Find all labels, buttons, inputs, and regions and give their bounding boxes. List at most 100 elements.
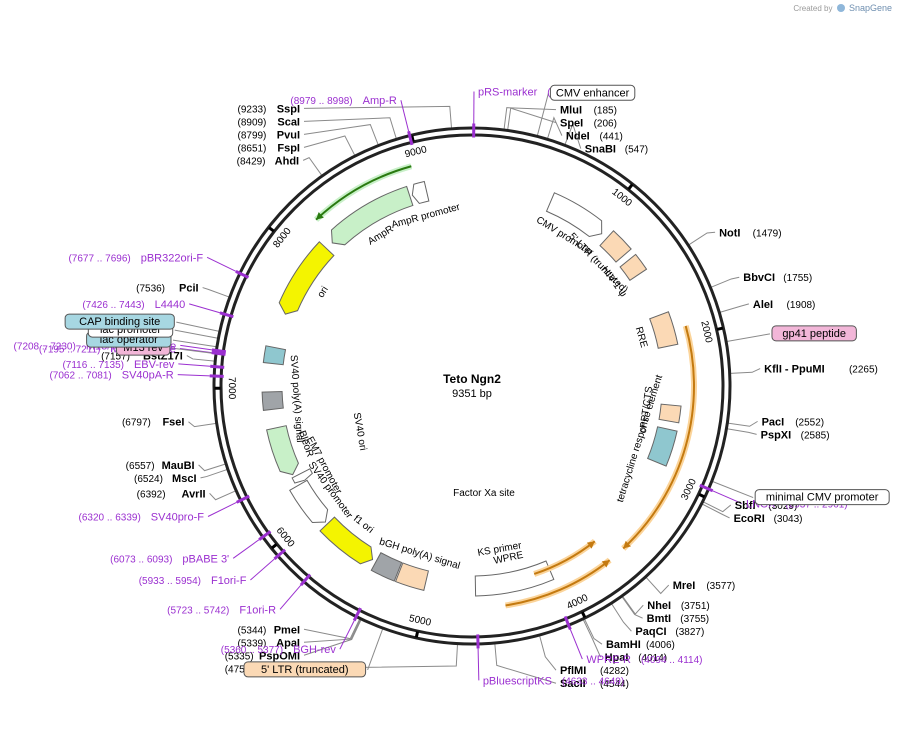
primer-range: (7062 .. 7081) bbox=[49, 371, 111, 382]
primer-label: (7116 .. 7135)EBV-rev bbox=[62, 359, 174, 371]
primer-mark bbox=[299, 573, 312, 587]
primer-line bbox=[250, 558, 275, 581]
feature-arrow bbox=[394, 562, 430, 592]
primer-line bbox=[177, 374, 210, 377]
site-name: PflMI bbox=[560, 665, 586, 677]
site-position: (1479) bbox=[753, 228, 782, 239]
site-position: (6524) bbox=[134, 474, 163, 485]
feature-label-text: minimal CMV promoter bbox=[766, 492, 879, 504]
site-line bbox=[702, 501, 732, 513]
site-line bbox=[503, 107, 557, 130]
tick-label: 7000 bbox=[226, 377, 237, 400]
primer-line bbox=[477, 648, 480, 681]
site-line bbox=[611, 603, 632, 632]
orf-arc bbox=[622, 325, 695, 550]
feature-label-box bbox=[754, 489, 890, 506]
site-position: (1755) bbox=[783, 273, 812, 284]
site-name: SbfI bbox=[735, 500, 756, 512]
feature-callout-line bbox=[712, 480, 754, 499]
feature-arrow bbox=[319, 516, 374, 565]
orf-arrowhead bbox=[623, 540, 631, 549]
primer-label: (5933 .. 5954)F1ori-F bbox=[139, 575, 247, 587]
watermark-brand: SnapGene bbox=[848, 3, 892, 13]
feature-callout-line bbox=[171, 347, 216, 355]
site-position: (4006) bbox=[646, 640, 675, 651]
site-name: PspXI bbox=[761, 429, 792, 441]
site-position: (206) bbox=[594, 119, 617, 130]
site-line bbox=[209, 490, 236, 501]
site-position: (6797) bbox=[122, 418, 151, 429]
primer-range: (7208 .. 7230) bbox=[14, 341, 76, 352]
site-name: ApaI bbox=[276, 637, 300, 649]
site-name: PacI bbox=[762, 416, 785, 428]
site-name: PciI bbox=[179, 283, 199, 295]
primer-range: (2937 .. 2961) bbox=[785, 500, 847, 511]
primer-range: (8979 .. 8998) bbox=[290, 96, 352, 107]
primer-line bbox=[189, 303, 221, 314]
feature-label-box bbox=[771, 325, 857, 342]
site-name: SpeI bbox=[560, 118, 583, 130]
feature-name: RRE bbox=[633, 326, 650, 350]
feature-arrow bbox=[262, 345, 287, 366]
primer-label: (7062 .. 7081)SV40pA-R bbox=[49, 370, 173, 382]
site-line bbox=[539, 635, 557, 671]
primer-range: (5723 .. 5742) bbox=[167, 605, 229, 616]
site-position: (4282) bbox=[600, 666, 629, 677]
site-line bbox=[186, 355, 215, 362]
primer-range: (7195 .. 7211) bbox=[39, 345, 101, 356]
feature-callout-line bbox=[367, 628, 384, 671]
site-name: ScaI bbox=[277, 116, 300, 128]
tick-mark bbox=[270, 543, 278, 550]
primer-label: (8979 .. 8998)Amp-R bbox=[290, 95, 397, 107]
feature-arrow bbox=[330, 185, 414, 246]
plasmid-name: Teto Ngn2 bbox=[443, 372, 501, 386]
primer-range: (7426 .. 7443) bbox=[82, 300, 144, 311]
orf-arc bbox=[505, 559, 611, 607]
primer-line bbox=[179, 348, 212, 354]
primer-name: pBluescriptKS bbox=[483, 675, 552, 687]
site-line bbox=[303, 618, 361, 640]
plasmid-size: 9351 bp bbox=[452, 388, 492, 400]
inner-feature-label: SV40 ori bbox=[351, 412, 368, 452]
tick-mark bbox=[580, 611, 587, 619]
backbone-inner bbox=[219, 133, 725, 639]
site-lines bbox=[171, 91, 771, 684]
snapgene-watermark: Created by SnapGene bbox=[793, 3, 892, 13]
feature-label-text: gp41 peptide bbox=[782, 328, 846, 340]
site-position: (8651) bbox=[237, 143, 266, 154]
primer-mark bbox=[699, 483, 714, 493]
feature-arrow bbox=[646, 426, 678, 467]
site-position: (6392) bbox=[137, 489, 166, 500]
site-name: SacII bbox=[560, 678, 586, 690]
primer-mark bbox=[235, 269, 250, 279]
primer-line bbox=[400, 100, 410, 132]
feature-name: f1 ori bbox=[351, 513, 375, 535]
feature-label-text: CAP binding site bbox=[79, 316, 160, 328]
site-position: (4014) bbox=[638, 653, 667, 664]
feature-callout-line bbox=[536, 93, 549, 137]
site-line bbox=[701, 503, 730, 519]
primer-line bbox=[339, 620, 355, 650]
site-position: (4544) bbox=[600, 679, 629, 690]
site-position: (8429) bbox=[237, 156, 266, 167]
primer-name: pBR322ori-F bbox=[141, 252, 204, 264]
site-line bbox=[200, 468, 228, 479]
site-position: (2552) bbox=[795, 417, 824, 428]
plasmid-center: Teto Ngn2 9351 bp bbox=[443, 372, 501, 400]
primer-line bbox=[178, 363, 211, 367]
site-line bbox=[188, 421, 217, 428]
primer-mark bbox=[211, 351, 226, 356]
site-name: AleI bbox=[753, 299, 773, 311]
primer-range: (5360 .. 5377) bbox=[221, 645, 283, 656]
feature-name: ori bbox=[316, 285, 331, 300]
site-position: (5335) bbox=[225, 651, 254, 662]
feature-arrow bbox=[649, 311, 679, 349]
primer-range: (5933 .. 5954) bbox=[139, 576, 201, 587]
primer-label: WPRE-R(4094 .. 4114) bbox=[586, 654, 702, 666]
site-line bbox=[303, 619, 362, 656]
primer-range: (4633 .. 4649) bbox=[562, 676, 624, 687]
primer-name: pBABE 3' bbox=[182, 553, 229, 565]
site-line bbox=[494, 643, 557, 684]
tick-label: 9000 bbox=[404, 144, 429, 160]
site-position: (3577) bbox=[706, 581, 735, 592]
